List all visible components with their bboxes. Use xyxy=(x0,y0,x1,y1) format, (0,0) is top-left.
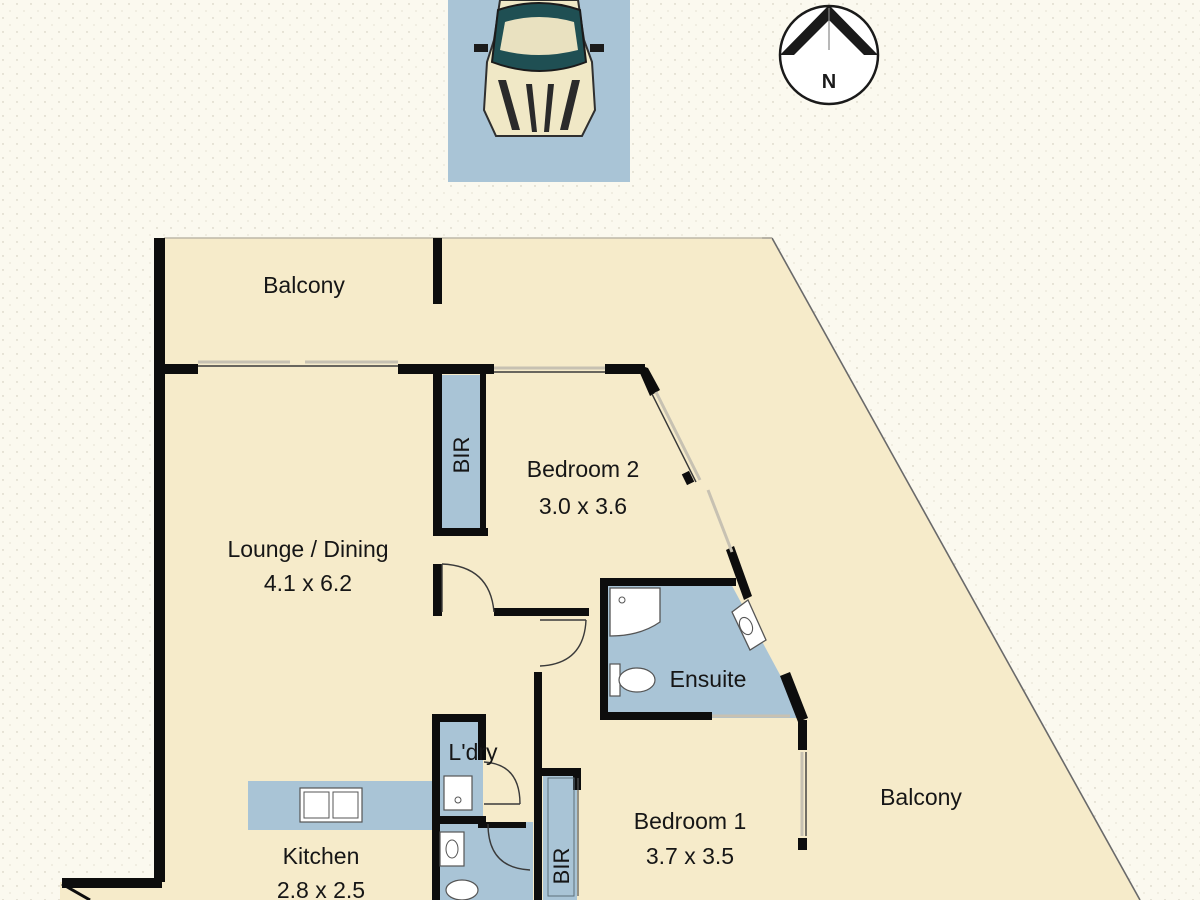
toilet-icon xyxy=(609,663,656,697)
bedroom-1-size: 3.7 x 3.5 xyxy=(646,843,734,869)
compass-north-letter: N xyxy=(822,71,836,93)
north-arrow-icon xyxy=(780,5,878,55)
bathroom-basin-icon xyxy=(439,831,465,867)
door-swings xyxy=(441,563,587,871)
bedroom-1-label: Bedroom 1 xyxy=(634,808,747,834)
laundry-label: L'dry xyxy=(448,739,498,765)
bathroom-toilet-icon xyxy=(445,879,479,900)
kitchen-sink-icon xyxy=(299,787,363,823)
compass: N xyxy=(778,4,880,106)
bir-2-label: BIR xyxy=(549,848,574,885)
bir-2-area xyxy=(543,772,577,900)
lounge-dining-size: 4.1 x 6.2 xyxy=(264,570,352,596)
shower-icon xyxy=(609,587,661,637)
kitchen-label: Kitchen xyxy=(283,843,360,869)
fixtures xyxy=(299,587,767,900)
bedroom-2-label: Bedroom 2 xyxy=(527,456,640,482)
balcony-top-label: Balcony xyxy=(263,272,345,298)
balcony-right-label: Balcony xyxy=(880,784,962,810)
car-icon xyxy=(474,0,604,137)
room-labels: Balcony BIR Bedroom 2 3.0 x 3.6 Lounge /… xyxy=(227,272,962,900)
glazing xyxy=(198,360,807,836)
floor-main xyxy=(60,238,1140,900)
walls xyxy=(61,238,808,900)
lounge-dining-label: Lounge / Dining xyxy=(227,536,388,562)
vanity-basin-icon xyxy=(731,598,767,651)
kitchen-size: 2.8 x 2.5 xyxy=(277,877,365,900)
parking-space xyxy=(448,0,630,182)
ensuite-label: Ensuite xyxy=(670,666,747,692)
bir-1-label: BIR xyxy=(449,437,474,474)
bir-1-area xyxy=(442,375,482,530)
bedroom-2-size: 3.0 x 3.6 xyxy=(539,493,627,519)
floor-areas xyxy=(60,237,1200,900)
laundry-tub-icon xyxy=(443,775,473,811)
